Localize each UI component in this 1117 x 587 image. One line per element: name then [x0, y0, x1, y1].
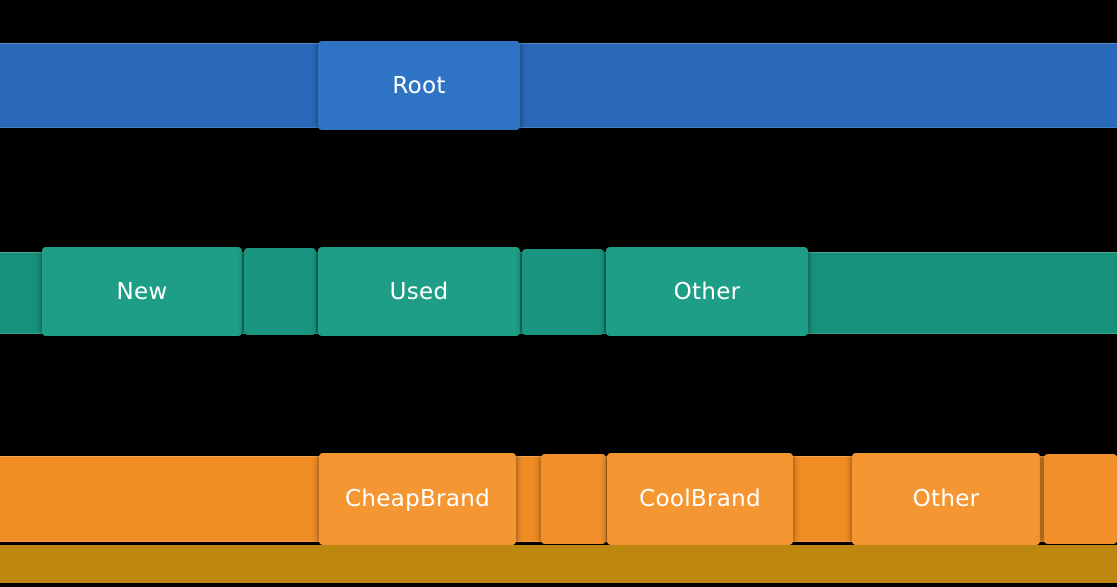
- node-label: Other: [673, 278, 741, 305]
- truncated-level-strip: [0, 545, 1117, 583]
- level2-node-unlabeled[interactable]: [522, 249, 604, 335]
- node-label: Other: [912, 486, 980, 512]
- node-label: Root: [392, 72, 446, 99]
- node-label: New: [116, 278, 168, 305]
- level3-node-unlabeled[interactable]: [541, 454, 606, 544]
- root-level-band: [0, 43, 1117, 128]
- node-label: CoolBrand: [639, 486, 761, 512]
- level2-node-other[interactable]: Other: [606, 247, 808, 336]
- level2-node-new[interactable]: New: [42, 247, 242, 336]
- level3-node-cheapbrand[interactable]: CheapBrand: [319, 453, 516, 545]
- level2-node-unlabeled[interactable]: [244, 248, 316, 335]
- level3-node-other[interactable]: Other: [852, 453, 1040, 545]
- level1-node-root[interactable]: Root: [318, 41, 520, 130]
- level3-node-unlabeled[interactable]: [1044, 454, 1117, 544]
- node-label: Used: [389, 278, 449, 305]
- level3-node-coolbrand[interactable]: CoolBrand: [607, 453, 793, 545]
- level2-node-used[interactable]: Used: [318, 247, 520, 336]
- node-label: CheapBrand: [345, 486, 490, 512]
